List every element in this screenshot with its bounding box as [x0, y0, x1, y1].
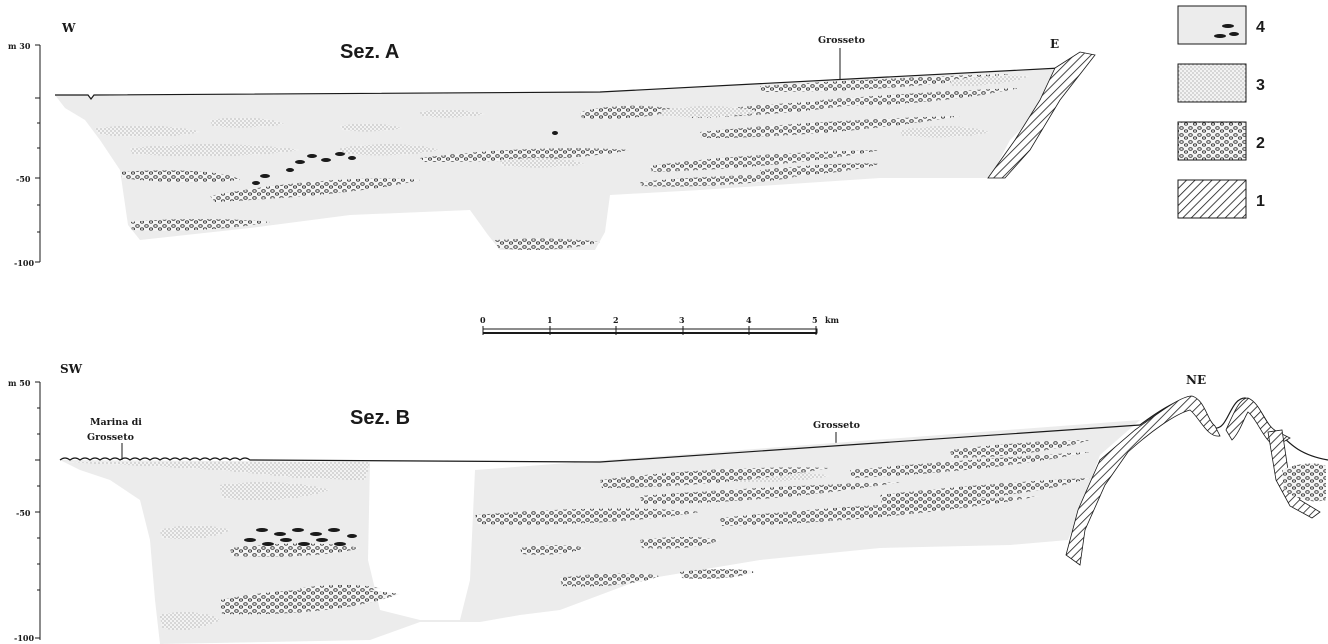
- section-a-axis-mid-label: -50: [16, 174, 31, 184]
- legend-number-1: 1: [1256, 193, 1265, 210]
- section-b-coast-label-line2: Grosseto: [87, 432, 134, 443]
- section-a-town-label: Grosseto: [818, 35, 865, 46]
- section-b-axis-bottom-label: -100: [14, 633, 34, 643]
- section-a-axis-bottom-label: -100: [14, 258, 34, 268]
- scale-tick-0: 0: [480, 315, 486, 325]
- legend-item-2: 2: [1178, 122, 1265, 160]
- legend-number-2: 2: [1256, 135, 1265, 152]
- legend-item-3: 3: [1178, 64, 1265, 102]
- legend-swatch-clay: [1178, 6, 1246, 44]
- section-b-title: Sez. B: [350, 407, 410, 429]
- scale-tick-1: 1: [547, 315, 553, 325]
- section-a-axis-top-label: m 30: [8, 41, 31, 51]
- section-a: W Sez. A Grosseto E m 30 -50 -100: [8, 21, 1095, 268]
- legend-number-3: 3: [1256, 77, 1265, 94]
- section-b-east-label: NE: [1186, 373, 1206, 387]
- legend-item-1: 1: [1178, 180, 1265, 218]
- legend-number-4: 4: [1256, 19, 1265, 36]
- section-b-axis-mid-label: -50: [16, 508, 31, 518]
- scale-bar: 0 1 2 3 4 5 km: [480, 315, 840, 335]
- legend-swatch-bedrock: [1178, 180, 1246, 218]
- section-a-west-label: W: [61, 21, 76, 35]
- section-a-east-label: E: [1050, 37, 1059, 51]
- section-b-coast-label-line1: Marina di: [90, 417, 142, 428]
- scale-tick-3: 3: [679, 315, 685, 325]
- section-a-title: Sez. A: [340, 41, 399, 63]
- legend-item-4: 4: [1178, 6, 1265, 44]
- section-b: SW Sez. B Marina di Grosseto Grosseto NE…: [8, 362, 1328, 644]
- section-b-west-label: SW: [60, 362, 83, 376]
- legend-swatch-sand: [1178, 64, 1246, 102]
- section-b-axis-top-label: m 50: [8, 378, 31, 388]
- section-b-town-label: Grosseto: [813, 420, 860, 431]
- legend: 4 3 2 1: [1178, 6, 1265, 218]
- scale-tick-4: 4: [746, 315, 752, 325]
- scale-unit: km: [825, 315, 840, 325]
- scale-tick-2: 2: [613, 315, 619, 325]
- section-b-depth-axis: m 50 -50 -100: [8, 378, 40, 643]
- section-a-depth-axis: m 30 -50 -100: [8, 41, 40, 268]
- scale-tick-5: 5: [812, 315, 818, 325]
- legend-swatch-gravel: [1178, 122, 1246, 160]
